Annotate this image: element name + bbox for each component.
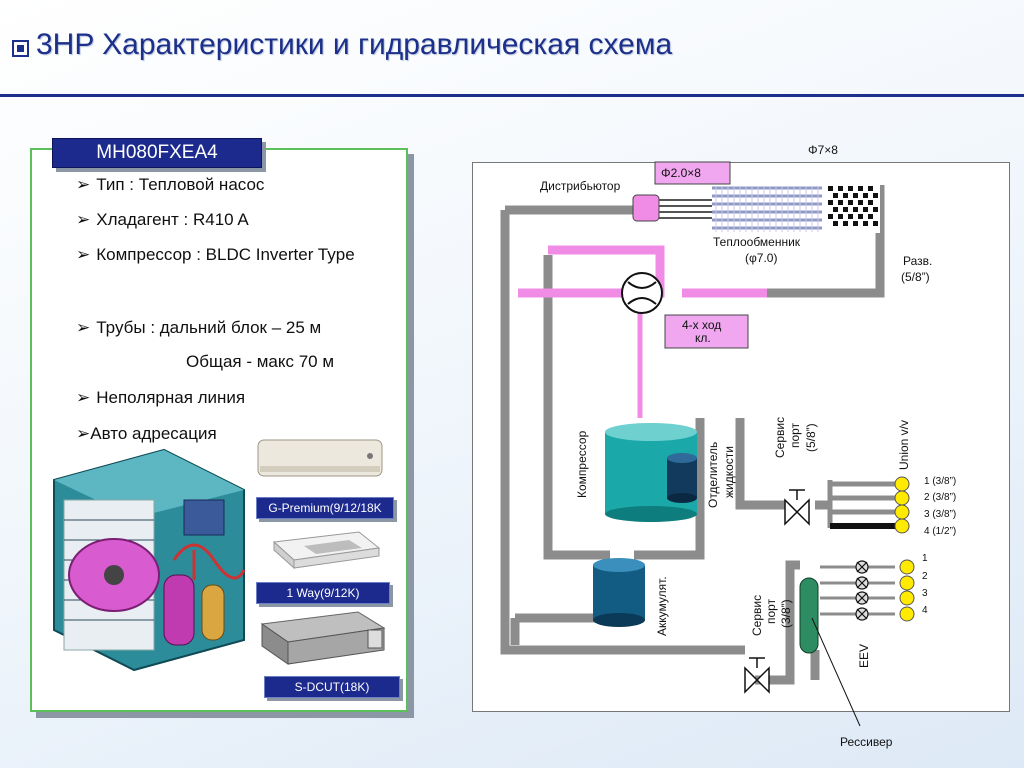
label-service-bottom-2: порт xyxy=(764,598,778,624)
label-phi7x8: Φ7×8 xyxy=(808,143,838,157)
label-receiver: Рессивер xyxy=(840,735,893,749)
liquid-port-icons xyxy=(899,559,915,622)
label-service-top-2: порт xyxy=(788,422,802,448)
gas-port-icons xyxy=(894,476,910,534)
arrow-bullet-icon: ➢ xyxy=(76,175,91,194)
label-eev: EEV xyxy=(857,644,871,668)
label-union: Union v/v xyxy=(897,420,911,470)
label-service-top-3: (5/8”) xyxy=(804,423,818,452)
liquid-port-label: 3 xyxy=(922,588,928,599)
arrow-bullet-icon: ➢ xyxy=(76,245,91,264)
label-separator: Отделитель xyxy=(706,442,720,508)
spec-pipes: ➢Трубы : дальний блок – 25 м xyxy=(76,318,322,337)
label-distributor: Дистрибьютор xyxy=(540,179,621,193)
label-separator-2: жидкости xyxy=(722,446,736,498)
heat-exchanger xyxy=(712,186,822,232)
phi2-box xyxy=(654,161,731,185)
outdoor-unit-illustration xyxy=(53,448,246,672)
liquid-port-label: 4 xyxy=(922,605,928,616)
title-bullet-icon xyxy=(12,40,29,57)
gas-port-label: 1 (3/8”) xyxy=(924,476,956,487)
arrow-bullet-icon: ➢ xyxy=(76,318,91,337)
distributor-block xyxy=(632,194,660,222)
unit-label-g-premium: G-Premium(9/12/18K xyxy=(256,497,394,519)
service-valve-bottom-icon xyxy=(744,657,770,694)
spec-auto: ➢Авто адресация xyxy=(76,424,217,443)
gas-port-label: 4 (1/2”) xyxy=(924,526,956,537)
spec-compressor: ➢Компрессор : BLDC Inverter Type xyxy=(76,245,355,264)
spec-type: ➢Тип : Тепловой насос xyxy=(76,175,265,194)
label-compressor: Компрессор xyxy=(575,430,589,498)
label-heat-exchanger-size: (φ7.0) xyxy=(745,251,777,265)
eev-valves xyxy=(855,560,869,621)
arrow-bullet-icon: ➢ xyxy=(76,388,91,407)
four-way-valve-icon xyxy=(621,272,663,314)
valve4-box xyxy=(664,314,749,349)
service-valve-top-icon xyxy=(784,489,810,526)
gas-port-label: 3 (3/8”) xyxy=(924,509,956,520)
liquid-port-label: 2 xyxy=(922,571,928,582)
gas-port-label: 2 (3/8”) xyxy=(924,492,956,503)
pipe-liquid-main xyxy=(500,210,745,655)
arrow-bullet-icon: ➢ xyxy=(76,210,91,229)
label-service-bottom-3: (3/8”) xyxy=(779,599,793,628)
fin-dots xyxy=(828,186,878,226)
separator-icon xyxy=(667,453,697,503)
label-razv-size: (5/8”) xyxy=(901,270,930,284)
label-service-top: Сервис xyxy=(773,417,787,458)
label-heat-exchanger: Теплообменник xyxy=(713,235,801,249)
spec-nonpolar: ➢Неполярная линия xyxy=(76,388,246,407)
label-razv: Разв. xyxy=(903,254,932,268)
label-phi2: Φ2.0×8 xyxy=(661,166,701,180)
unit-label-s-dcut: S-DCUT(18K) xyxy=(264,676,400,698)
spec-pipes-total: Общая - макс 70 м xyxy=(186,352,335,371)
wall-mounted-unit-image xyxy=(257,439,383,477)
model-tag: MH080FXEA4 xyxy=(52,138,262,168)
cassette-unit-image xyxy=(272,531,381,570)
page-title: 3HP Характеристики и гидравлическая схем… xyxy=(36,28,673,61)
arrow-bullet-icon: ➢ xyxy=(76,424,91,443)
title-divider xyxy=(0,94,1024,97)
liquid-port-label: 1 xyxy=(922,553,928,564)
label-accumulator: Аккумулят. xyxy=(655,576,669,636)
receiver-icon xyxy=(799,577,819,654)
duct-unit-image xyxy=(260,611,386,665)
accumulator-icon xyxy=(593,558,645,627)
label-valve4-kl: кл. xyxy=(695,331,711,345)
unit-label-1way: 1 Way(9/12K) xyxy=(256,582,390,604)
label-service-bottom: Сервис xyxy=(750,595,764,636)
label-valve4: 4-х ход xyxy=(682,318,721,332)
spec-refrigerant: ➢Хладагент : R410 A xyxy=(76,210,249,229)
